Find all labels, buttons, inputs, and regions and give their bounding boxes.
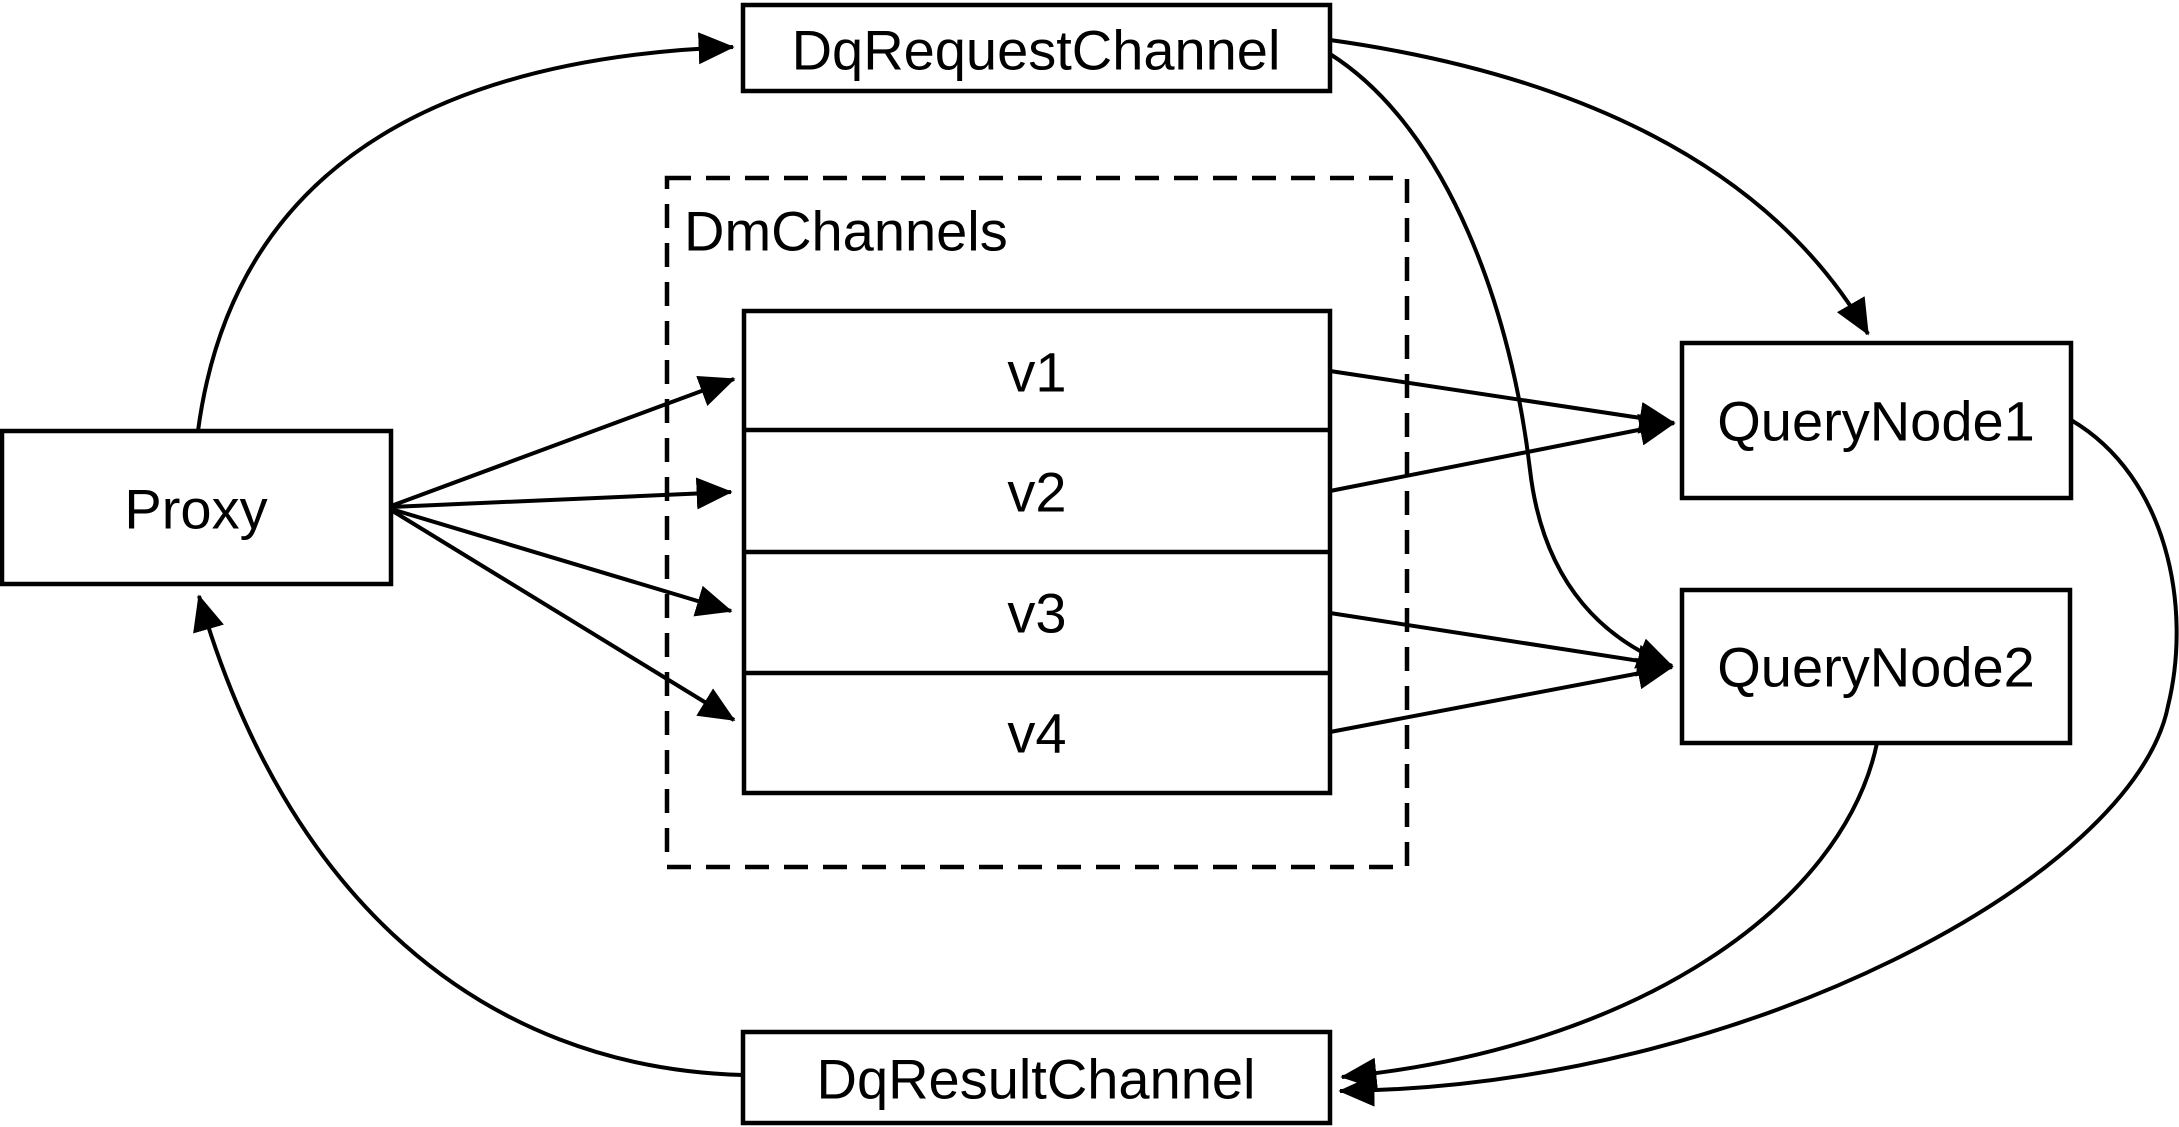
querynode1-box xyxy=(1679,340,2074,501)
dqrequestchannel-box xyxy=(740,2,1333,94)
edge-proxy-to-v1 xyxy=(390,375,736,508)
dm-channels-table: v1 v2 v3 v4 xyxy=(741,308,1333,796)
edge-v1-to-querynode1 xyxy=(1329,369,1676,434)
edge-proxy-to-v2 xyxy=(390,477,733,510)
edge-v4-to-querynode2 xyxy=(1329,657,1674,734)
edge-v3-to-querynode2 xyxy=(1329,611,1674,677)
edge-dqresultchannel-to-proxy xyxy=(193,594,744,1077)
channel-row-v1: v1 xyxy=(1007,341,1066,404)
proxy-box xyxy=(0,428,394,587)
edge-v2-to-querynode1 xyxy=(1329,413,1676,493)
querynode1-label: QueryNode1 xyxy=(1717,390,2035,453)
channel-row-v3: v3 xyxy=(1007,582,1066,645)
dqresultchannel-box xyxy=(740,1029,1333,1126)
channel-row-v2: v2 xyxy=(1007,461,1066,524)
edge-proxy-to-dqrequestchannel xyxy=(196,32,735,432)
dqrequestchannel-label: DqRequestChannel xyxy=(792,19,1281,82)
querynode2-box xyxy=(1679,587,2073,746)
edge-proxy-to-v3 xyxy=(390,507,733,617)
channel-row-v4: v4 xyxy=(1007,702,1066,765)
dm-channels-group-border xyxy=(664,175,1410,870)
node-querynode2: QueryNode2 xyxy=(1679,587,2073,746)
edge-proxy-to-v4 xyxy=(389,508,736,722)
edge-dqrequestchannel-to-querynode1 xyxy=(1329,38,1870,336)
dm-channels-group: DmChannels v1 v2 v3 v4 xyxy=(664,175,1410,870)
edge-querynode2-to-dqresultchannel xyxy=(1340,742,1879,1090)
node-dqresultchannel: DqResultChannel xyxy=(740,1029,1333,1126)
dm-channels-group-label: DmChannels xyxy=(684,200,1008,263)
node-proxy: Proxy xyxy=(0,428,394,587)
edge-querynode1-to-dqresultchannel xyxy=(1338,418,2179,1107)
edges xyxy=(193,32,2179,1107)
dqresultchannel-label: DqResultChannel xyxy=(817,1048,1256,1111)
node-dqrequestchannel: DqRequestChannel xyxy=(740,2,1333,94)
node-querynode1: QueryNode1 xyxy=(1679,340,2074,501)
querynode2-label: QueryNode2 xyxy=(1717,636,2035,699)
proxy-label: Proxy xyxy=(124,478,267,541)
edge-dqrequestchannel-to-querynode2 xyxy=(1328,52,1674,669)
